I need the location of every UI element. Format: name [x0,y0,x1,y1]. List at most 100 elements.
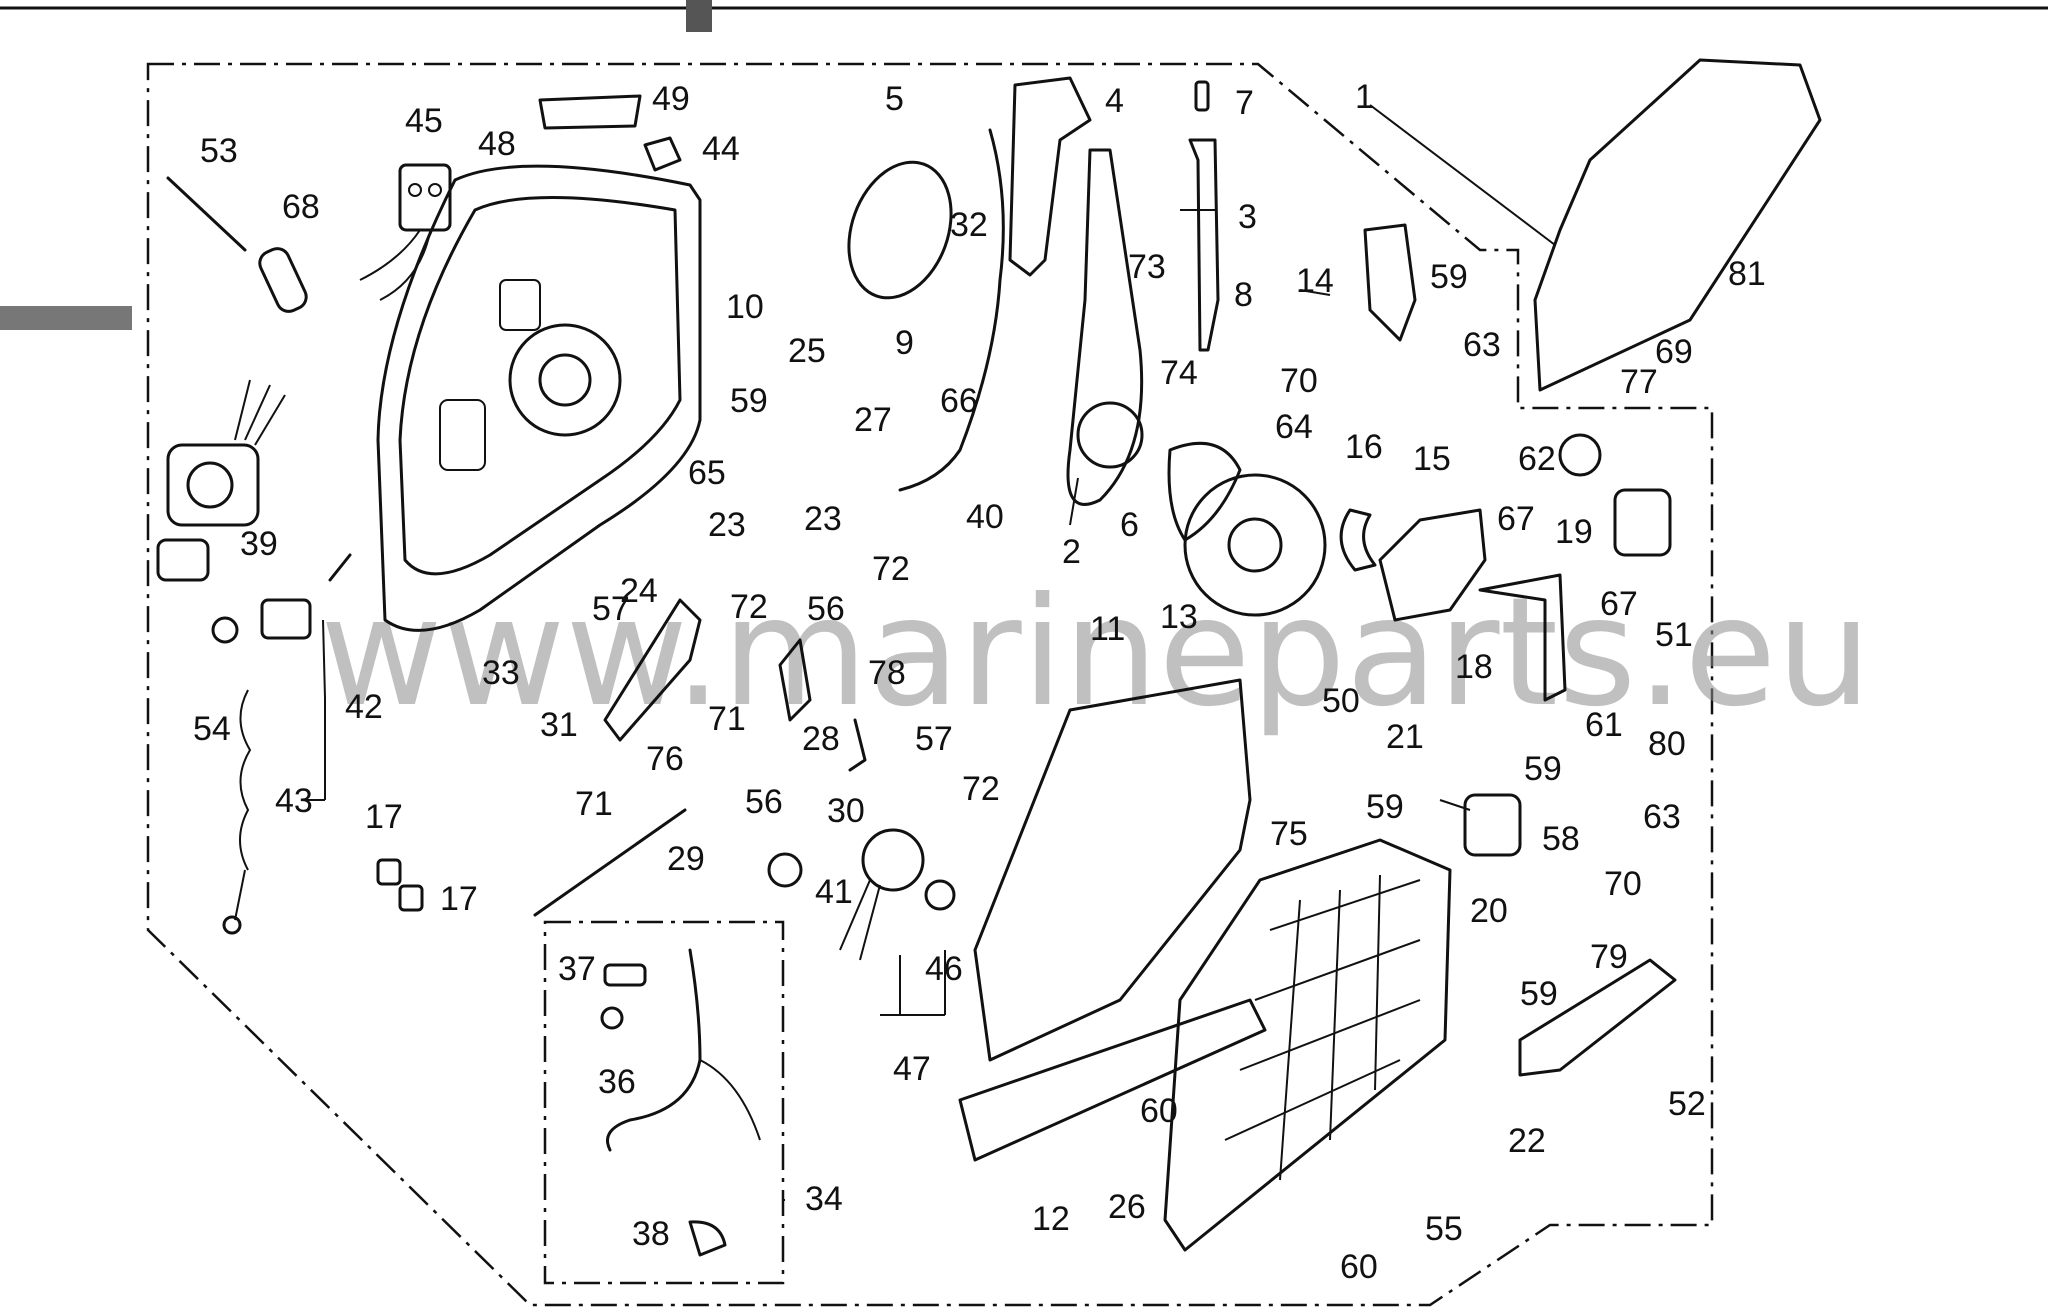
stop-switch-cord-part [211,553,352,935]
callout-57b: 57 [915,720,953,758]
callout-1: 1 [1355,78,1374,116]
arm-18-part [1478,573,1567,702]
left-side-bar [0,306,132,330]
callout-59d: 59 [1366,788,1404,826]
clip-part [643,136,682,172]
callout-25: 25 [788,332,826,370]
callout-19: 19 [1555,513,1593,551]
callout-labels: 1 2 3 4 5 6 7 8 9 10 11 12 13 14 15 16 1… [193,78,1766,1286]
callout-77: 77 [1620,363,1658,401]
callout-3: 3 [1238,198,1257,236]
callout-39: 39 [240,525,278,563]
callout-78: 78 [868,654,906,692]
callout-12: 12 [1032,1200,1070,1238]
callout-37: 37 [558,950,596,988]
callout-9: 9 [895,324,914,362]
callout-75: 75 [1270,815,1308,853]
washer-46-part [924,879,956,911]
callout-60b: 60 [1340,1248,1378,1286]
middle-plate-part [973,678,1252,1062]
top-cover-part [1533,58,1822,392]
callout-52: 52 [1668,1085,1706,1123]
callout-71b: 71 [575,785,613,823]
callout-59a: 59 [730,382,768,420]
ring-part [847,160,953,300]
callout-80: 80 [1648,725,1686,763]
callout-59b: 59 [1430,258,1468,296]
callout-70a: 70 [1280,362,1318,400]
callout-64: 64 [1275,408,1313,446]
drum-part [1183,473,1327,617]
callout-23b: 23 [804,500,842,538]
callout-34: 34 [805,1180,843,1218]
callout-56b: 56 [745,783,783,821]
callout-66: 66 [940,382,978,420]
harness-branch-part [699,1059,761,1141]
grid-cover-part [1163,838,1452,1252]
clip-17b-part [398,884,424,912]
grommet-part [1558,433,1602,477]
callout-41: 41 [815,873,853,911]
callout-60a: 60 [1140,1092,1178,1130]
bottom-plate-part [958,998,1267,1162]
rod-part [1188,138,1220,352]
callout-7: 7 [1235,84,1254,122]
callout-46: 46 [925,950,963,988]
callout-4: 4 [1105,82,1124,120]
callout-14: 14 [1296,262,1334,300]
callout-26: 26 [1108,1188,1146,1226]
callout-45: 45 [405,102,443,140]
bracket-14-part [1363,223,1417,342]
callout-22: 22 [1508,1122,1546,1160]
callout-5: 5 [885,80,904,118]
assembly-outline [146,62,1714,1307]
long-bolt-part [166,176,247,252]
callout-72b: 72 [730,588,768,626]
clip-30-part [848,718,867,772]
callout-27: 27 [854,401,892,439]
lever-harness-part [898,128,1005,492]
callout-11: 11 [1090,610,1125,648]
callout-73: 73 [1128,248,1166,286]
callout-20: 20 [1470,892,1508,930]
callout-63a: 63 [1463,326,1501,364]
cam-part [1167,441,1242,542]
cap-19-part [1613,488,1672,557]
watermark-text: www.marineparts.eu [320,566,1872,740]
callout-61: 61 [1585,706,1623,744]
callout-40: 40 [966,498,1004,536]
callout-51: 51 [1655,616,1693,654]
callout-81: 81 [1728,255,1766,293]
callout-76: 76 [646,740,684,778]
main-harness-part [606,948,702,1152]
callout-50: 50 [1322,682,1360,720]
ignition-switch-part [156,379,286,582]
callout-33: 33 [482,654,520,692]
callout-70b: 70 [1604,865,1642,903]
lever-arm-part [1066,148,1144,506]
callout-54: 54 [193,710,231,748]
plate-15-part [1378,508,1487,622]
callout-28: 28 [802,720,840,758]
buzzer-part [839,828,925,961]
callout-17a: 17 [365,798,403,836]
bracket-22-part [1518,958,1677,1077]
left-housing-part [376,164,702,632]
callout-17b: 17 [440,880,478,918]
callout-2: 2 [1062,533,1081,571]
callout-32: 32 [950,206,988,244]
callout-42: 42 [345,688,383,726]
callout-15: 15 [1413,440,1451,478]
body-20-part [1463,793,1522,857]
callout-72a: 72 [872,550,910,588]
callout-67b: 67 [1600,585,1638,623]
callout-31: 31 [540,706,578,744]
bracket-28-part [778,638,812,722]
callout-53: 53 [200,132,238,170]
callout-47: 47 [893,1050,931,1088]
callout-16: 16 [1345,428,1383,466]
bushing-41-part [767,852,803,888]
callout-44: 44 [702,130,740,168]
callout-59e: 59 [1520,975,1558,1013]
